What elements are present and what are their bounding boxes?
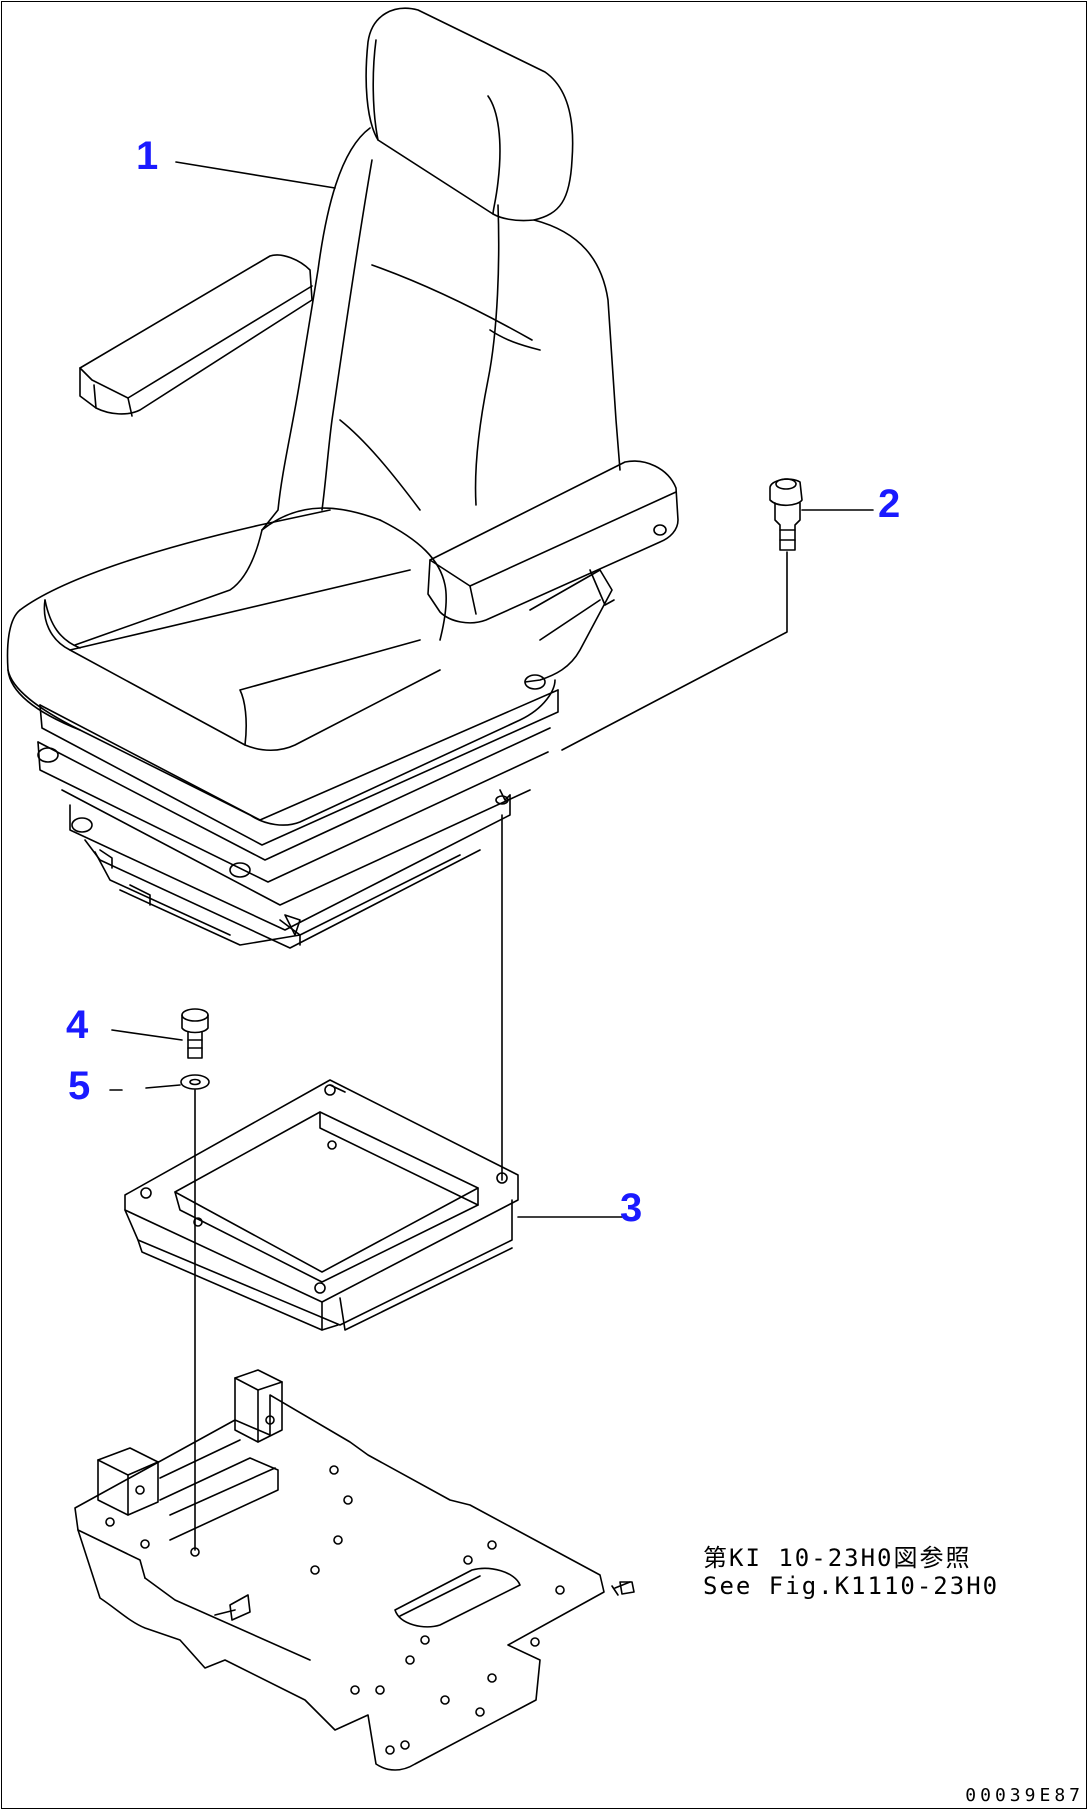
callout-1: 1 — [136, 134, 159, 178]
seat-suspension-rails — [37, 689, 559, 949]
callout-2: 2 — [878, 482, 901, 526]
seat-headrest — [365, 7, 574, 222]
drawing-code: 00039E87 — [965, 1785, 1084, 1806]
seat-assembly — [6, 7, 679, 949]
callout-3: 3 — [620, 1186, 643, 1230]
mounting-frame-part-3 — [124, 1079, 519, 1331]
seat-armrest-left — [79, 254, 313, 417]
callout-5: 5 — [68, 1064, 91, 1108]
bolt-part-2 — [769, 478, 803, 551]
reference-note-en: See Fig.K1110-23H0 — [703, 1571, 1000, 1600]
leader-lines — [109, 161, 874, 1551]
seat-backrest — [261, 127, 621, 531]
bolt-part-4 — [181, 1008, 209, 1059]
reference-note: 第KI 10-23H0図参照 See Fig.K1110-23H0 — [703, 1544, 1000, 1600]
seat-cushion — [6, 509, 556, 826]
seat-armrest-right — [427, 460, 679, 690]
reference-note-jp: 第KI 10-23H0図参照 — [703, 1544, 972, 1572]
callout-4: 4 — [66, 1003, 89, 1047]
floor-base-plate — [74, 1369, 635, 1771]
washer-part-5 — [180, 1074, 210, 1090]
